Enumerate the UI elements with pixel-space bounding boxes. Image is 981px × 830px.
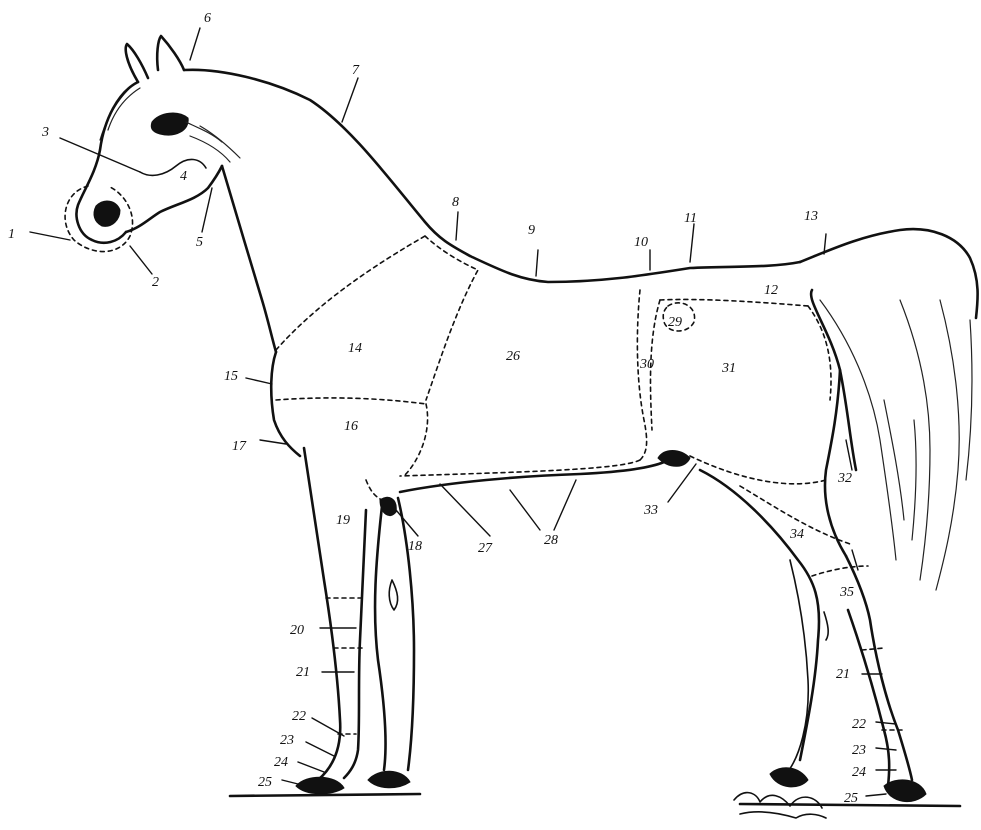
label-9: 9 xyxy=(528,223,535,238)
label-21: 21 xyxy=(296,665,310,680)
label-1: 1 xyxy=(8,227,15,242)
label-15: 15 xyxy=(224,369,238,384)
chest-front xyxy=(271,352,300,456)
label-3: 3 xyxy=(41,125,49,140)
nostril xyxy=(94,201,120,226)
eye xyxy=(151,113,188,135)
label-23: 23 xyxy=(280,733,294,748)
label-24: 24 xyxy=(274,755,288,770)
hind-hoof-far xyxy=(770,768,808,787)
label-27: 27 xyxy=(478,541,493,556)
label-22-hind: 22 xyxy=(852,717,866,732)
label-10: 10 xyxy=(634,235,648,250)
fore-leg-near-back xyxy=(344,510,366,778)
fore-hoof-near xyxy=(296,777,344,794)
label-35: 35 xyxy=(839,585,854,600)
label-33: 33 xyxy=(643,503,658,518)
hindquarter-back xyxy=(825,370,846,556)
neck-crest xyxy=(184,70,470,256)
horse-outline xyxy=(77,36,978,806)
label-16: 16 xyxy=(344,419,358,434)
tail-dock xyxy=(811,290,856,470)
stifle-dark xyxy=(658,451,690,467)
leader-lines xyxy=(30,28,896,796)
label-25-hind: 25 xyxy=(844,791,858,806)
label-29: 29 xyxy=(668,315,682,330)
croup-line xyxy=(800,229,978,318)
label-13: 13 xyxy=(804,209,818,224)
muzzle-lower xyxy=(126,166,222,232)
fore-hoof-far xyxy=(368,771,410,788)
label-30: 30 xyxy=(639,357,654,372)
label-4: 4 xyxy=(180,169,187,184)
label-8: 8 xyxy=(452,195,459,210)
cheek-line xyxy=(140,159,206,175)
label-31: 31 xyxy=(721,361,736,376)
back-line xyxy=(470,256,800,282)
ground-line xyxy=(230,794,420,796)
label-7: 7 xyxy=(352,63,360,78)
region-outlines xyxy=(65,186,904,734)
hind-hoof-near xyxy=(884,780,926,802)
label-28: 28 xyxy=(544,533,558,548)
ear-right xyxy=(157,36,184,70)
label-22: 22 xyxy=(292,709,306,724)
label-21-hind: 21 xyxy=(836,667,850,682)
label-12: 12 xyxy=(764,283,778,298)
ear-left xyxy=(126,44,148,82)
label-23-hind: 23 xyxy=(852,743,866,758)
label-26: 26 xyxy=(506,349,520,364)
label-24-hind: 24 xyxy=(852,765,866,780)
label-34: 34 xyxy=(789,527,804,542)
belly-line xyxy=(400,462,664,492)
label-25: 25 xyxy=(258,775,272,790)
label-11: 11 xyxy=(684,211,697,226)
label-18: 18 xyxy=(408,539,422,554)
label-5: 5 xyxy=(196,235,203,250)
label-32: 32 xyxy=(837,471,852,486)
number-labels: 1 2 3 4 5 6 7 8 9 10 11 12 13 14 15 16 1… xyxy=(8,11,866,806)
fore-leg-far-front xyxy=(375,506,386,770)
label-6: 6 xyxy=(204,11,211,26)
label-2: 2 xyxy=(152,275,159,290)
throat-line xyxy=(222,166,276,352)
label-17: 17 xyxy=(232,439,247,454)
label-20: 20 xyxy=(290,623,304,638)
label-19: 19 xyxy=(336,513,350,528)
label-14: 14 xyxy=(348,341,362,356)
